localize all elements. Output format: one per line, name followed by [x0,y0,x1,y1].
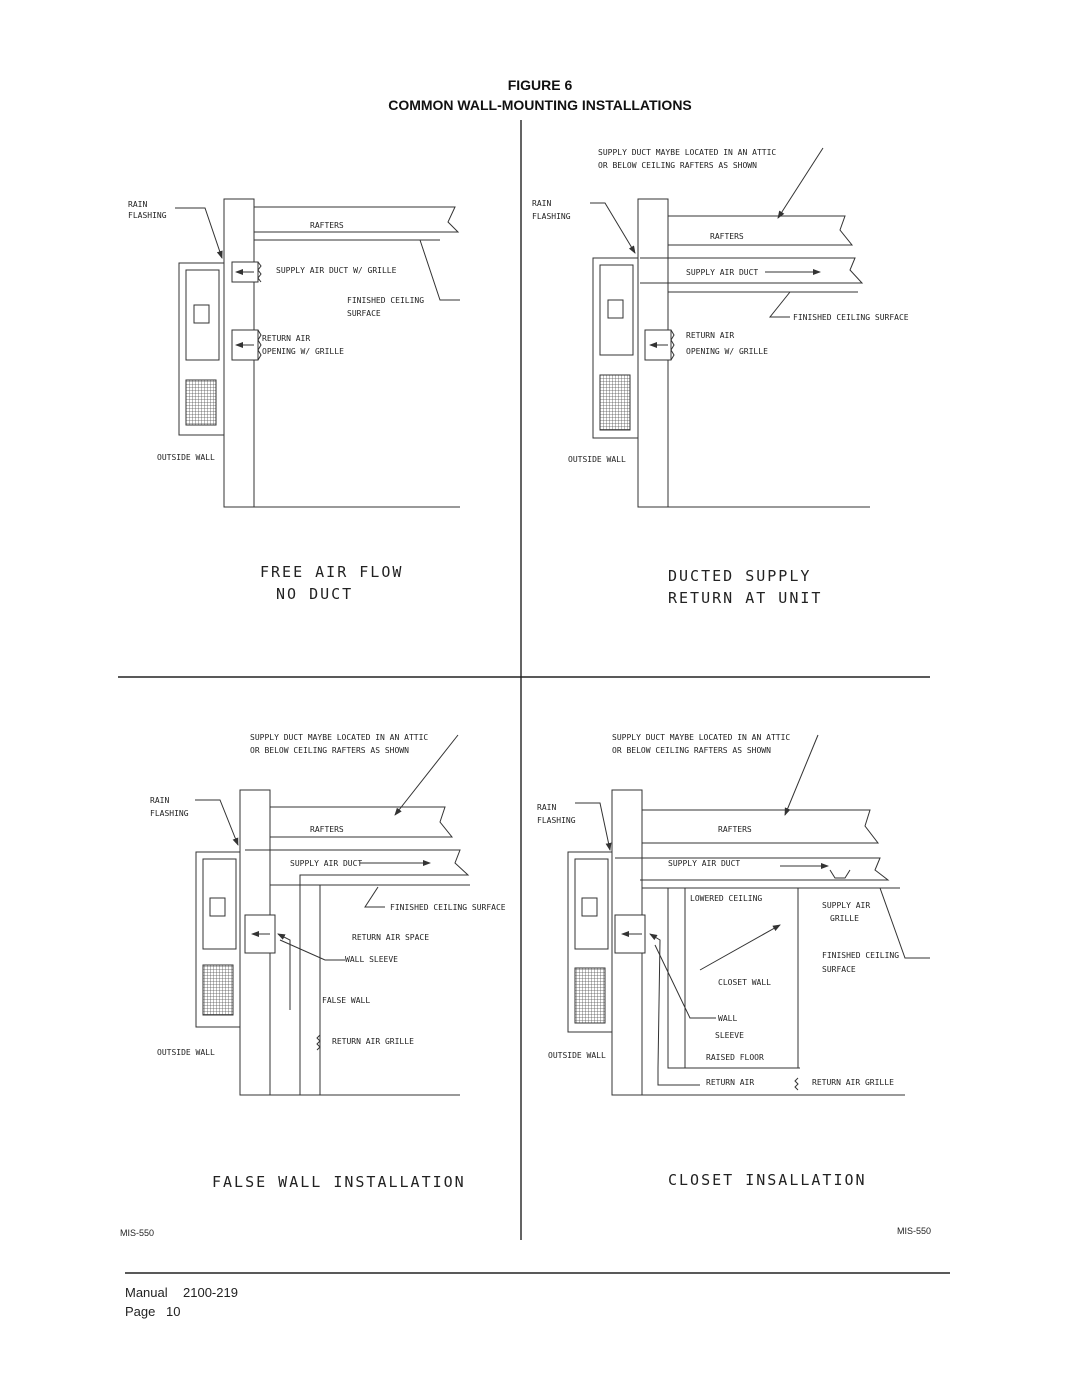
supply-grille-2-label: GRILLE [830,914,859,923]
closet-wall-label: CLOSET WALL [718,978,771,987]
attic-2-label: OR BELOW CEILING RAFTERS AS SHOWN [612,746,771,755]
finished-label: FINISHED CEILING SURFACE [390,903,506,912]
panel-ducted-supply: SUPPLY DUCT MAYBE LOCATED IN AN ATTIC OR… [532,147,909,607]
condenser-grille [185,379,217,426]
outside-wall-label: OUTSIDE WALL [157,453,215,462]
rafters [642,809,880,844]
attic-1-label: SUPPLY DUCT MAYBE LOCATED IN AN ATTIC [250,733,428,742]
wall-sleeve-label: WALL SLEEVE [345,955,398,964]
rain-flashing-1-label: RAIN [532,199,551,208]
return-space-label: RETURN AIR SPACE [352,933,429,942]
return-grille-label: RETURN AIR GRILLE [812,1078,894,1087]
attic-1-label: SUPPLY DUCT MAYBE LOCATED IN AN ATTIC [612,733,790,742]
rafters [270,806,454,838]
rafters [254,206,460,233]
supply-label: SUPPLY AIR DUCT W/ GRILLE [276,266,397,275]
caption-2-label: NO DUCT [276,585,353,603]
condenser-grille [599,374,631,431]
return-air-label: RETURN AIR [706,1078,754,1087]
return-2-label: OPENING W/ GRILLE [262,347,344,356]
figure-number: FIGURE 6 [507,77,573,93]
rain-flashing-1-label: RAIN [537,803,556,812]
rafters-label: RAFTERS [310,825,344,834]
supply-grille-1-label: SUPPLY AIR [822,901,870,910]
caption-1-label: FREE AIR FLOW [260,563,403,581]
manual-number: 2100-219 [183,1285,238,1300]
supply-duct [245,849,470,1095]
drawing-code-left: MIS-550 [120,1228,155,1238]
raised-floor-label: RAISED FLOOR [706,1053,764,1062]
finished-2-label: SURFACE [347,309,381,318]
supply-duct [615,857,890,881]
wall-sleeve-2-label: SLEEVE [715,1031,744,1040]
rain-flashing-1-label: RAIN [128,200,147,209]
return-2-label: OPENING W/ GRILLE [686,347,768,356]
drawing-code-right: MIS-550 [897,1226,932,1236]
rain-flashing-2-label: FLASHING [532,212,571,221]
attic-2-label: OR BELOW CEILING RAFTERS AS SHOWN [598,161,757,170]
condenser-grille [202,964,234,1016]
outside-wall-label: OUTSIDE WALL [568,455,626,464]
caption-label: CLOSET INSALLATION [668,1171,867,1189]
condenser-grille [574,967,606,1024]
finished-1-label: FINISHED CEILING [822,951,899,960]
attic-1-label: SUPPLY DUCT MAYBE LOCATED IN AN ATTIC [598,148,776,157]
panel-closet: SUPPLY DUCT MAYBE LOCATED IN AN ATTIC OR… [537,733,930,1189]
panel-false-wall: SUPPLY DUCT MAYBE LOCATED IN AN ATTIC OR… [150,733,506,1191]
lowered-label: LOWERED CEILING [690,894,762,903]
false-wall-label: FALSE WALL [322,996,370,1005]
rafters [668,215,854,246]
caption-label: FALSE WALL INSTALLATION [212,1173,466,1191]
figure-title: COMMON WALL-MOUNTING INSTALLATIONS [388,97,692,113]
supply-label: SUPPLY AIR DUCT [686,268,758,277]
rain-flashing-2-label: FLASHING [128,211,167,220]
rafters-label: RAFTERS [710,232,744,241]
return-grille-label: RETURN AIR GRILLE [332,1037,414,1046]
finished-1-label: FINISHED CEILING [347,296,424,305]
supply-grille [829,869,851,879]
return-1-label: RETURN AIR [262,334,310,343]
attic-2-label: OR BELOW CEILING RAFTERS AS SHOWN [250,746,409,755]
caption-1-label: DUCTED SUPPLY [668,567,811,585]
supply-label: SUPPLY AIR DUCT [668,859,740,868]
finished-2-label: SURFACE [822,965,856,974]
supply-duct [640,257,864,284]
return-1-label: RETURN AIR [686,331,734,340]
outside-wall-label: OUTSIDE WALL [548,1051,606,1060]
rafters-label: RAFTERS [310,221,344,230]
page-number: 10 [166,1304,181,1319]
wall-sleeve-1-label: WALL [718,1014,737,1023]
outside-wall-label: OUTSIDE WALL [157,1048,215,1057]
page-label: Page [125,1304,156,1319]
rain-flashing-1-label: RAIN [150,796,169,805]
panel-free-air-flow: RAIN FLASHING RAFTERS SUPPLY AIR DUCT W/… [128,198,460,603]
rain-flashing-2-label: FLASHING [150,809,189,818]
rafters-label: RAFTERS [718,825,752,834]
rain-flashing-2-label: FLASHING [537,816,576,825]
finished-label: FINISHED CEILING SURFACE [793,313,909,322]
manual-label: Manual [125,1285,168,1300]
supply-label: SUPPLY AIR DUCT [290,859,362,868]
caption-2-label: RETURN AT UNIT [668,589,822,607]
